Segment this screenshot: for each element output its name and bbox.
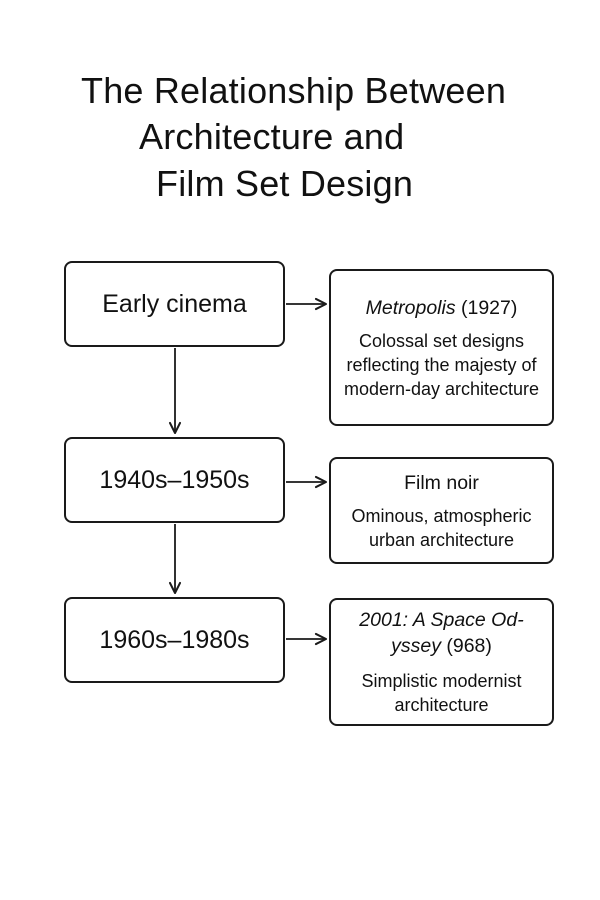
diagram-title-line-3: Film Set Design (156, 163, 414, 204)
film-heading: Metropolis (1927) (366, 295, 518, 321)
era-label: 1960s–1980s (99, 625, 250, 654)
film-box-film-noir: Film noir Ominous, atmospheric urban arc… (329, 457, 554, 564)
era-box-1960s-1980s: 1960s–1980s (64, 597, 285, 683)
film-year: (1927) (455, 296, 518, 319)
era-label: 1940s–1950s (99, 465, 250, 494)
diagram-title-line-2: Architecture and (139, 116, 405, 157)
era-label: Early cinema (102, 289, 247, 318)
diagram-title-line-1: The Relationship Between (81, 70, 507, 111)
film-box-2001-space-odyssey: 2001: A Space Od-yssey (968) Simplistic … (329, 598, 554, 726)
era-box-early-cinema: Early cinema (64, 261, 285, 347)
film-title: Metropolis (365, 296, 456, 319)
film-description: Simplistic modernist architecture (361, 671, 522, 715)
film-description: Ominous, atmospheric urban architecture (351, 505, 532, 550)
film-title: 2001: A Space Od-yssey (359, 609, 524, 657)
era-box-1940s-1950s: 1940s–1950s (64, 437, 285, 523)
film-heading: 2001: A Space Od-yssey (968) (352, 607, 532, 659)
film-genre: Film noir (404, 471, 479, 494)
film-heading: Film noir (404, 470, 479, 496)
film-description: Colossal set designs reflecting the maje… (343, 330, 540, 399)
film-box-metropolis: Metropolis (1927) Colossal set designs r… (329, 269, 554, 426)
film-year: (968) (440, 635, 492, 657)
